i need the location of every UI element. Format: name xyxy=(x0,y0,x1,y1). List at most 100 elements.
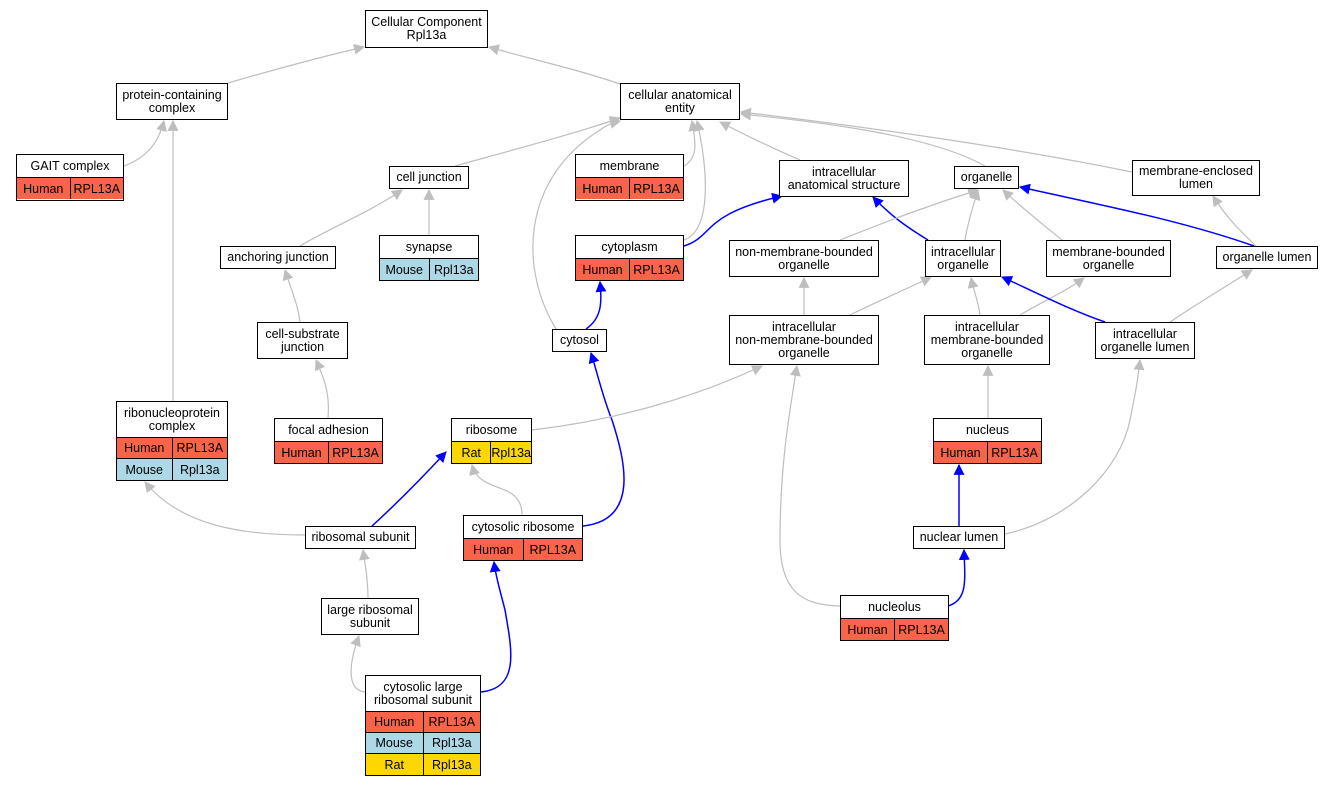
node-organelle[interactable]: organelle xyxy=(954,166,1019,189)
node-membrane-bounded-organelle[interactable]: membrane-bounded organelle xyxy=(1046,240,1171,277)
node-cytoplasm-label: cytoplasm xyxy=(576,236,683,259)
edge-cell-substrate-junction-to-anchoring-junction xyxy=(282,268,301,323)
node-large-ribosomal-subunit[interactable]: large ribosomal subunit xyxy=(321,598,419,635)
node-cytosol[interactable]: cytosol xyxy=(552,329,607,352)
node-root[interactable]: Cellular Component Rpl13a xyxy=(365,10,488,48)
edge-cytoplasm-to-cellular-anatomical-entity xyxy=(683,119,706,241)
node-cytosolic-ribosome-label: cytosolic ribosome xyxy=(464,516,582,539)
edge-cytosolic-ribosome-to-cytosol xyxy=(582,351,625,527)
edge-protein-containing-complex-to-root xyxy=(227,43,366,84)
species-cell: Human xyxy=(17,178,71,199)
edge-cellular-anatomical-entity-to-root xyxy=(487,44,621,85)
edge-organelle-lumen-to-membrane-enclosed-lumen xyxy=(1212,195,1257,247)
species-cell: Human xyxy=(464,539,524,560)
edge-cell-junction-to-cellular-anatomical-entity xyxy=(454,116,622,167)
edge-ribosomal-subunit-to-ribosome xyxy=(371,451,447,527)
edge-nucleolus-to-intracellular-non-membrane-bounded-organelle xyxy=(779,364,841,607)
node-gait-complex-label: GAIT complex xyxy=(17,155,123,178)
species-cell: Human xyxy=(934,442,988,463)
node-ribosomal-subunit[interactable]: ribosomal subunit xyxy=(305,526,416,549)
edge-cytosolic-large-ribosomal-subunit-to-cytosolic-ribosome xyxy=(480,560,512,693)
node-nucleus-label: nucleus xyxy=(934,419,1041,442)
node-intracellular-membrane-bounded-organelle[interactable]: intracellular membrane-bounded organelle xyxy=(924,315,1050,365)
edge-nuclear-lumen-to-intracellular-organelle-lumen xyxy=(1004,358,1145,535)
species-cell: Human xyxy=(275,442,329,463)
gene-cell: RPL13A xyxy=(172,438,227,458)
edge-cytosolic-ribosome-to-ribosome xyxy=(469,463,523,516)
edge-cytoplasm-to-intracellular-anatomical-structure xyxy=(683,192,784,247)
species-cell: Rat xyxy=(366,754,424,775)
gene-cell: Rpl13a xyxy=(429,259,478,280)
edge-focal-adhesion-to-cell-substrate-junction xyxy=(315,358,330,419)
edge-intracellular-membrane-bounded-organelle-to-membrane-bounded-organelle xyxy=(1019,277,1085,316)
node-nucleolus-label: nucleolus xyxy=(841,596,948,619)
edge-organelle-lumen-to-organelle xyxy=(1018,183,1255,247)
node-intracellular-non-membrane-bounded-organelle[interactable]: intracellular non-membrane-bounded organ… xyxy=(729,315,879,365)
edge-gait-complex-to-protein-containing-complex xyxy=(123,119,167,167)
node-nuclear-lumen[interactable]: nuclear lumen xyxy=(913,526,1005,549)
edge-cytosolic-large-ribosomal-subunit-to-large-ribosomal-subunit xyxy=(350,634,366,693)
node-non-membrane-bounded-organelle[interactable]: non-membrane-bounded organelle xyxy=(729,240,879,277)
node-membrane-enclosed-lumen[interactable]: membrane-enclosed lumen xyxy=(1132,160,1260,196)
gene-cell: RPL13A xyxy=(70,178,123,199)
gene-cell: RPL13A xyxy=(329,442,382,463)
species-cell: Human xyxy=(841,619,895,640)
edge-large-ribosomal-subunit-to-ribosomal-subunit xyxy=(359,548,370,599)
gene-cell: RPL13A xyxy=(423,712,480,732)
node-intracellular-organelle[interactable]: intracellular organelle xyxy=(925,240,1001,277)
gene-cell: Rpl13a xyxy=(491,442,531,463)
edge-intracellular-anatomical-structure-to-cellular-anatomical-entity xyxy=(719,121,801,161)
species-cell: Rat xyxy=(452,442,492,463)
edge-organelle-to-cellular-anatomical-entity xyxy=(739,109,986,167)
edge-intracellular-organelle-lumen-to-organelle-lumen xyxy=(1169,269,1253,323)
gene-cell: Rpl13a xyxy=(423,733,480,753)
node-anchoring-junction[interactable]: anchoring junction xyxy=(220,246,336,269)
edge-ribosomal-subunit-to-ribonucleoprotein-complex xyxy=(144,481,306,536)
edge-membrane-to-cellular-anatomical-entity xyxy=(683,119,700,167)
node-intracellular-anatomical-structure[interactable]: intracellular anatomical structure xyxy=(779,160,909,197)
edge-anchoring-junction-to-cell-junction xyxy=(299,189,403,247)
edge-intracellular-membrane-bounded-organelle-to-intracellular-organelle xyxy=(967,276,981,316)
edge-intracellular-organelle-to-intracellular-anatomical-structure xyxy=(872,196,929,241)
node-organelle-lumen[interactable]: organelle lumen xyxy=(1216,246,1318,269)
edge-cytosol-to-cytoplasm xyxy=(585,280,607,330)
node-protein-containing-complex[interactable]: protein-containing complex xyxy=(116,83,228,120)
node-ribonucleoprotein-complex-label: ribonucleoprotein complex xyxy=(117,402,227,438)
edge-layer xyxy=(123,43,1257,693)
node-cell-junction[interactable]: cell junction xyxy=(389,166,469,189)
gene-cell: RPL13A xyxy=(988,442,1041,463)
edge-ribosome-to-intracellular-non-membrane-bounded-organelle xyxy=(531,365,763,431)
species-cell: Human xyxy=(366,712,424,732)
node-cellular-anatomical-entity[interactable]: cellular anatomical entity xyxy=(620,83,740,120)
edge-membrane-enclosed-lumen-to-cellular-anatomical-entity xyxy=(739,107,1133,173)
node-cell-substrate-junction[interactable]: cell-substrate junction xyxy=(257,322,348,359)
species-cell: Human xyxy=(576,178,630,199)
edge-intracellular-non-membrane-bounded-organelle-to-intracellular-organelle xyxy=(849,276,932,316)
edge-non-membrane-bounded-organelle-to-organelle xyxy=(839,187,980,241)
edge-nucleolus-to-nuclear-lumen xyxy=(947,548,970,607)
node-intracellular-organelle-lumen[interactable]: intracellular organelle lumen xyxy=(1095,322,1195,359)
species-cell: Mouse xyxy=(117,459,173,480)
